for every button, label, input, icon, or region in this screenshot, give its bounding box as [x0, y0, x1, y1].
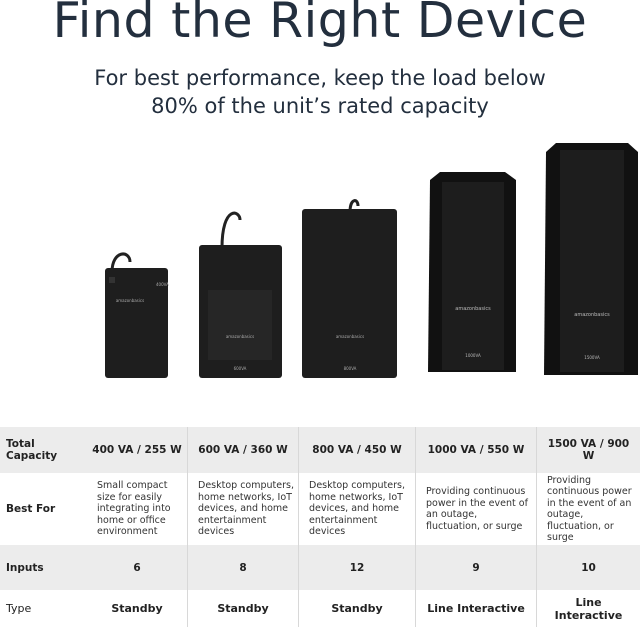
row-label: Type — [6, 602, 32, 615]
device-badge: 1500VA — [584, 355, 600, 360]
cell: 1000 VA / 550 W — [415, 427, 537, 473]
cell: Line Interactive — [415, 590, 537, 627]
cell: Small compact size for easily integratin… — [97, 480, 171, 538]
cell: Standby — [298, 590, 416, 627]
device-badge: 400VA — [156, 282, 169, 287]
table-row-total-capacity: Total Capacity 400 VA / 255 W 600 VA / 3… — [0, 427, 640, 473]
cell: Line Interactive — [536, 590, 640, 627]
cell: Providing continuous power in the event … — [415, 473, 537, 545]
device-600va-image: amazonbasics 600VA — [199, 211, 282, 378]
device-brand: amazonbasics — [574, 312, 610, 318]
device-400va-image: amazonbasics 400VA — [105, 252, 169, 378]
cell: Providing continuous power in the event … — [536, 473, 640, 545]
table-row-best-for: Best For Small compact size for easily i… — [0, 473, 640, 545]
cell: 600 VA / 360 W — [187, 427, 299, 473]
cell: 10 — [536, 545, 640, 590]
table-row-type: Type Standby Standby Standby Line Intera… — [0, 590, 640, 627]
cell: Desktop computers, home networks, IoT de… — [187, 473, 299, 545]
device-brand: amazonbasics — [336, 334, 364, 339]
device-brand: amazonbasics — [116, 298, 144, 303]
cell: Desktop computers, home networks, IoT de… — [298, 473, 416, 545]
row-label: Inputs — [0, 545, 87, 590]
subtitle: For best performance, keep the load belo… — [0, 64, 640, 120]
device-brand: amazonbasics — [226, 334, 254, 339]
row-label: Best For — [6, 503, 56, 515]
device-badge: 800VA — [344, 366, 357, 371]
device-800va-image: amazonbasics 800VA — [302, 199, 397, 378]
subtitle-line-1: For best performance, keep the load belo… — [94, 66, 546, 90]
cell: 9 — [415, 545, 537, 590]
cell: 800 VA / 450 W — [298, 427, 416, 473]
device-badge: 1000VA — [465, 353, 481, 358]
cell: 1500 VA / 900 W — [536, 427, 640, 473]
device-1500va-image: amazonbasics 1500VA — [544, 143, 638, 375]
page-title: Find the Right Device — [52, 0, 588, 49]
cell: 8 — [187, 545, 299, 590]
device-badge: 600VA — [234, 366, 247, 371]
device-brand: amazonbasics — [455, 306, 491, 312]
cell: 12 — [298, 545, 416, 590]
cell: Standby — [111, 602, 163, 615]
device-1000va-image: amazonbasics 1000VA — [428, 172, 516, 372]
comparison-table: Total Capacity 400 VA / 255 W 600 VA / 3… — [0, 427, 640, 627]
product-lineup: amazonbasics 400VA amazonbasics 600VA am… — [105, 143, 638, 378]
cell: 400 VA / 255 W — [87, 427, 188, 473]
cell: 6 — [87, 545, 188, 590]
table-row-inputs: Inputs 6 8 12 9 10 — [0, 545, 640, 590]
cell: Standby — [187, 590, 299, 627]
row-label: Total Capacity — [0, 427, 87, 473]
subtitle-line-2: 80% of the unit’s rated capacity — [151, 94, 489, 118]
